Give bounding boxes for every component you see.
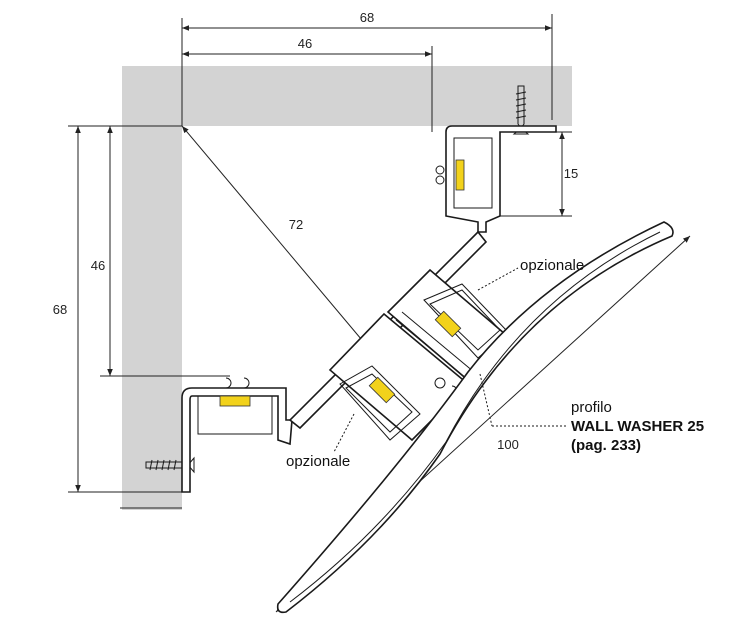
label-optional-top: opzionale: [520, 257, 584, 274]
leader-lines: [333, 267, 568, 453]
dim-profile-height: 15: [564, 166, 578, 181]
label-profile-line2: WALL WASHER 25: [571, 418, 704, 435]
dimension-arrows: [75, 25, 691, 613]
label-profile-line3: (pag. 233): [571, 437, 641, 454]
left-profile: [181, 377, 293, 493]
dim-diffuser-width: 100: [497, 437, 519, 452]
dim-diagonal: 72: [289, 217, 303, 232]
dim-left-inner: 46: [91, 258, 105, 273]
wall-left: [122, 126, 182, 510]
dim-top-inner: 46: [298, 36, 312, 51]
diagonal-profile-body: [288, 230, 514, 442]
top-profile: [435, 125, 557, 233]
label-profile-line1: profilo: [571, 399, 612, 416]
wall-ceiling: [122, 66, 572, 126]
dim-left-outer: 68: [53, 302, 67, 317]
curved-diffuser: [276, 221, 674, 614]
dim-top-outer: 68: [360, 10, 374, 25]
label-optional-bottom: opzionale: [286, 453, 350, 470]
optional-channel-bottom: [339, 365, 421, 441]
